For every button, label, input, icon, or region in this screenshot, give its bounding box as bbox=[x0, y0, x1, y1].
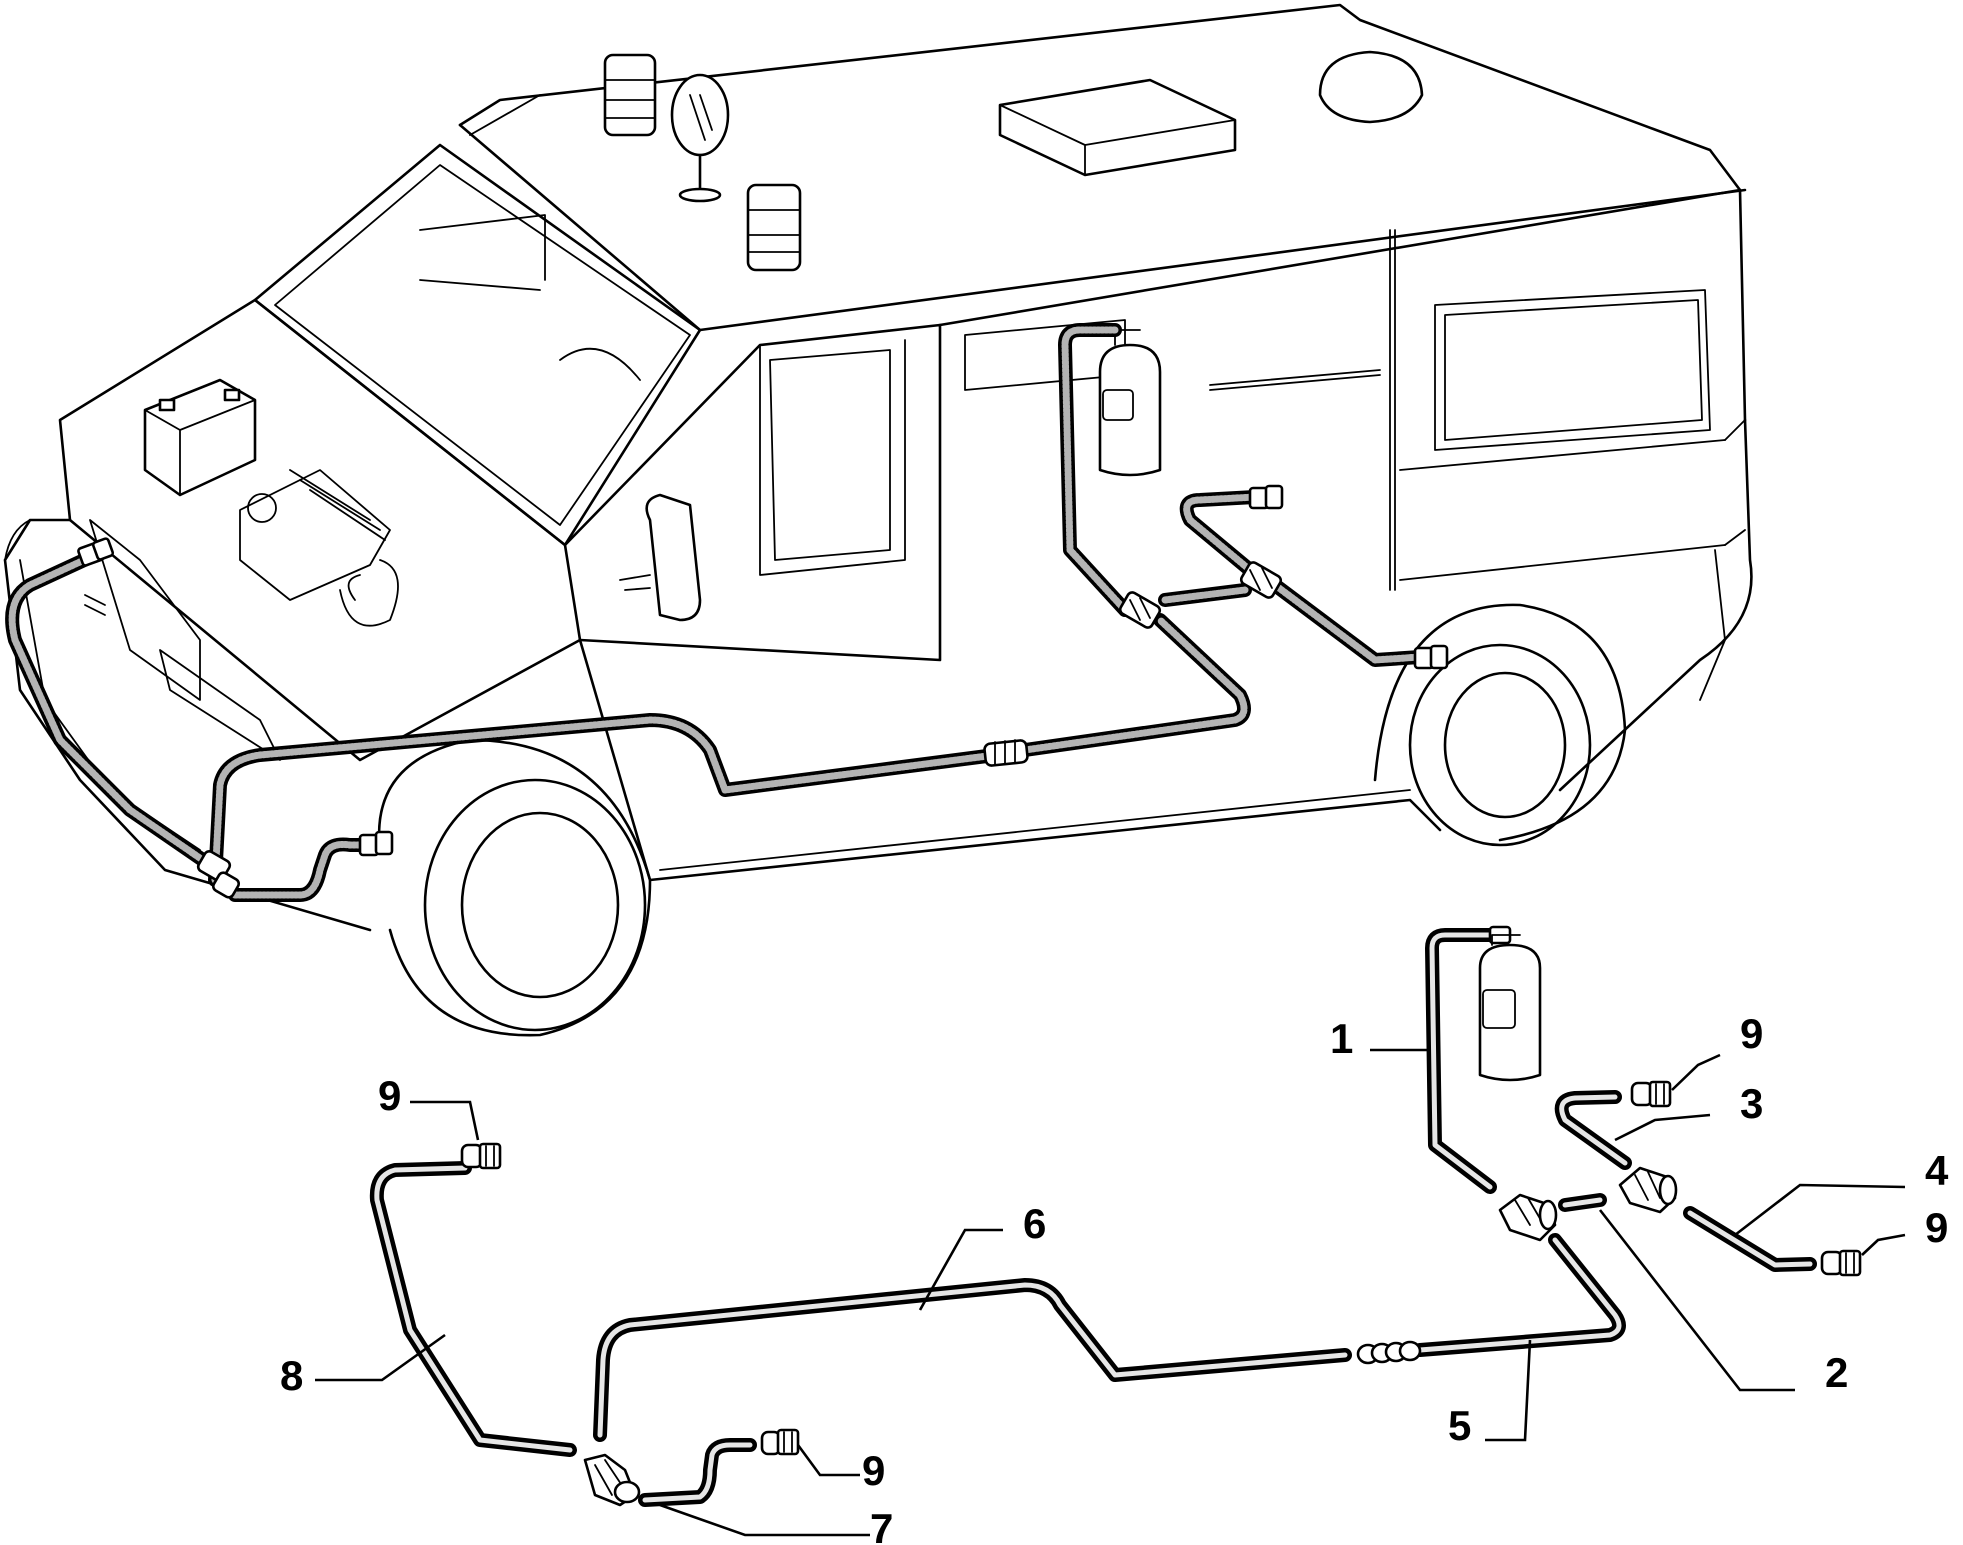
roof-dome bbox=[1318, 50, 1424, 124]
callout-7: 7 bbox=[870, 1505, 893, 1545]
rear-wheel bbox=[1373, 603, 1627, 847]
battery bbox=[143, 378, 257, 497]
van-fitting-front-right bbox=[358, 830, 394, 857]
part-2-hose bbox=[1558, 1193, 1607, 1212]
callout-9-upper-left: 9 bbox=[378, 1072, 401, 1119]
callout-3: 3 bbox=[1740, 1080, 1763, 1127]
tee-fitting-3 bbox=[583, 1453, 641, 1507]
callout-9-lower-right: 9 bbox=[1925, 1204, 1948, 1251]
nozzle-9-upper-left bbox=[460, 1142, 502, 1170]
nozzle-9-upper-right bbox=[1630, 1080, 1672, 1108]
van-fitting-front-left bbox=[77, 537, 115, 567]
callout-5: 5 bbox=[1448, 1402, 1471, 1449]
van-tee-rear bbox=[1239, 561, 1283, 599]
part-6-hose bbox=[593, 1278, 1352, 1442]
beacon-light-rear bbox=[603, 53, 657, 137]
tee-fitting-1 bbox=[1498, 1193, 1558, 1242]
nozzle-9-lower-center bbox=[760, 1428, 800, 1456]
front-wheel bbox=[377, 738, 652, 1037]
callout-6: 6 bbox=[1023, 1200, 1046, 1247]
fire-extinguisher bbox=[1478, 934, 1542, 1082]
callout-9-lower-center: 9 bbox=[862, 1447, 885, 1494]
roof-hatch bbox=[998, 78, 1237, 177]
callout-1: 1 bbox=[1330, 1015, 1353, 1062]
part-3-hose bbox=[1554, 1090, 1632, 1170]
van-hose-network bbox=[5, 323, 1449, 902]
nozzle-9-lower-right bbox=[1820, 1249, 1862, 1277]
callout-2: 2 bbox=[1825, 1349, 1848, 1396]
callout-8: 8 bbox=[280, 1352, 303, 1399]
van-inline-coupler bbox=[983, 739, 1029, 767]
leader-lines bbox=[315, 1048, 1906, 1537]
van-tee-front bbox=[196, 850, 240, 899]
van-fitting-rear-upper bbox=[1248, 484, 1284, 510]
callouts: 1 2 3 4 5 6 7 8 9 9 9 9 bbox=[280, 1010, 1949, 1545]
van-tee-center bbox=[1118, 591, 1162, 629]
tee-fitting-2 bbox=[1618, 1166, 1678, 1214]
part-5-hose bbox=[1413, 1233, 1626, 1357]
van-extinguisher bbox=[1098, 329, 1162, 477]
callout-4: 4 bbox=[1925, 1147, 1949, 1194]
ambulance-van-illustration bbox=[3, 3, 1753, 1037]
part-7-hose bbox=[638, 1438, 757, 1507]
side-mirror bbox=[645, 493, 702, 622]
roof-spotlight bbox=[670, 73, 730, 203]
van-fitting-rear-lower bbox=[1413, 644, 1449, 670]
exploded-parts bbox=[369, 925, 1862, 1507]
callout-9-upper-right: 9 bbox=[1740, 1010, 1763, 1057]
part-8-hose bbox=[369, 1161, 577, 1457]
inline-coupler bbox=[1356, 1340, 1422, 1365]
part-4-hose bbox=[1683, 1206, 1817, 1272]
beacon-light-front bbox=[746, 183, 802, 272]
